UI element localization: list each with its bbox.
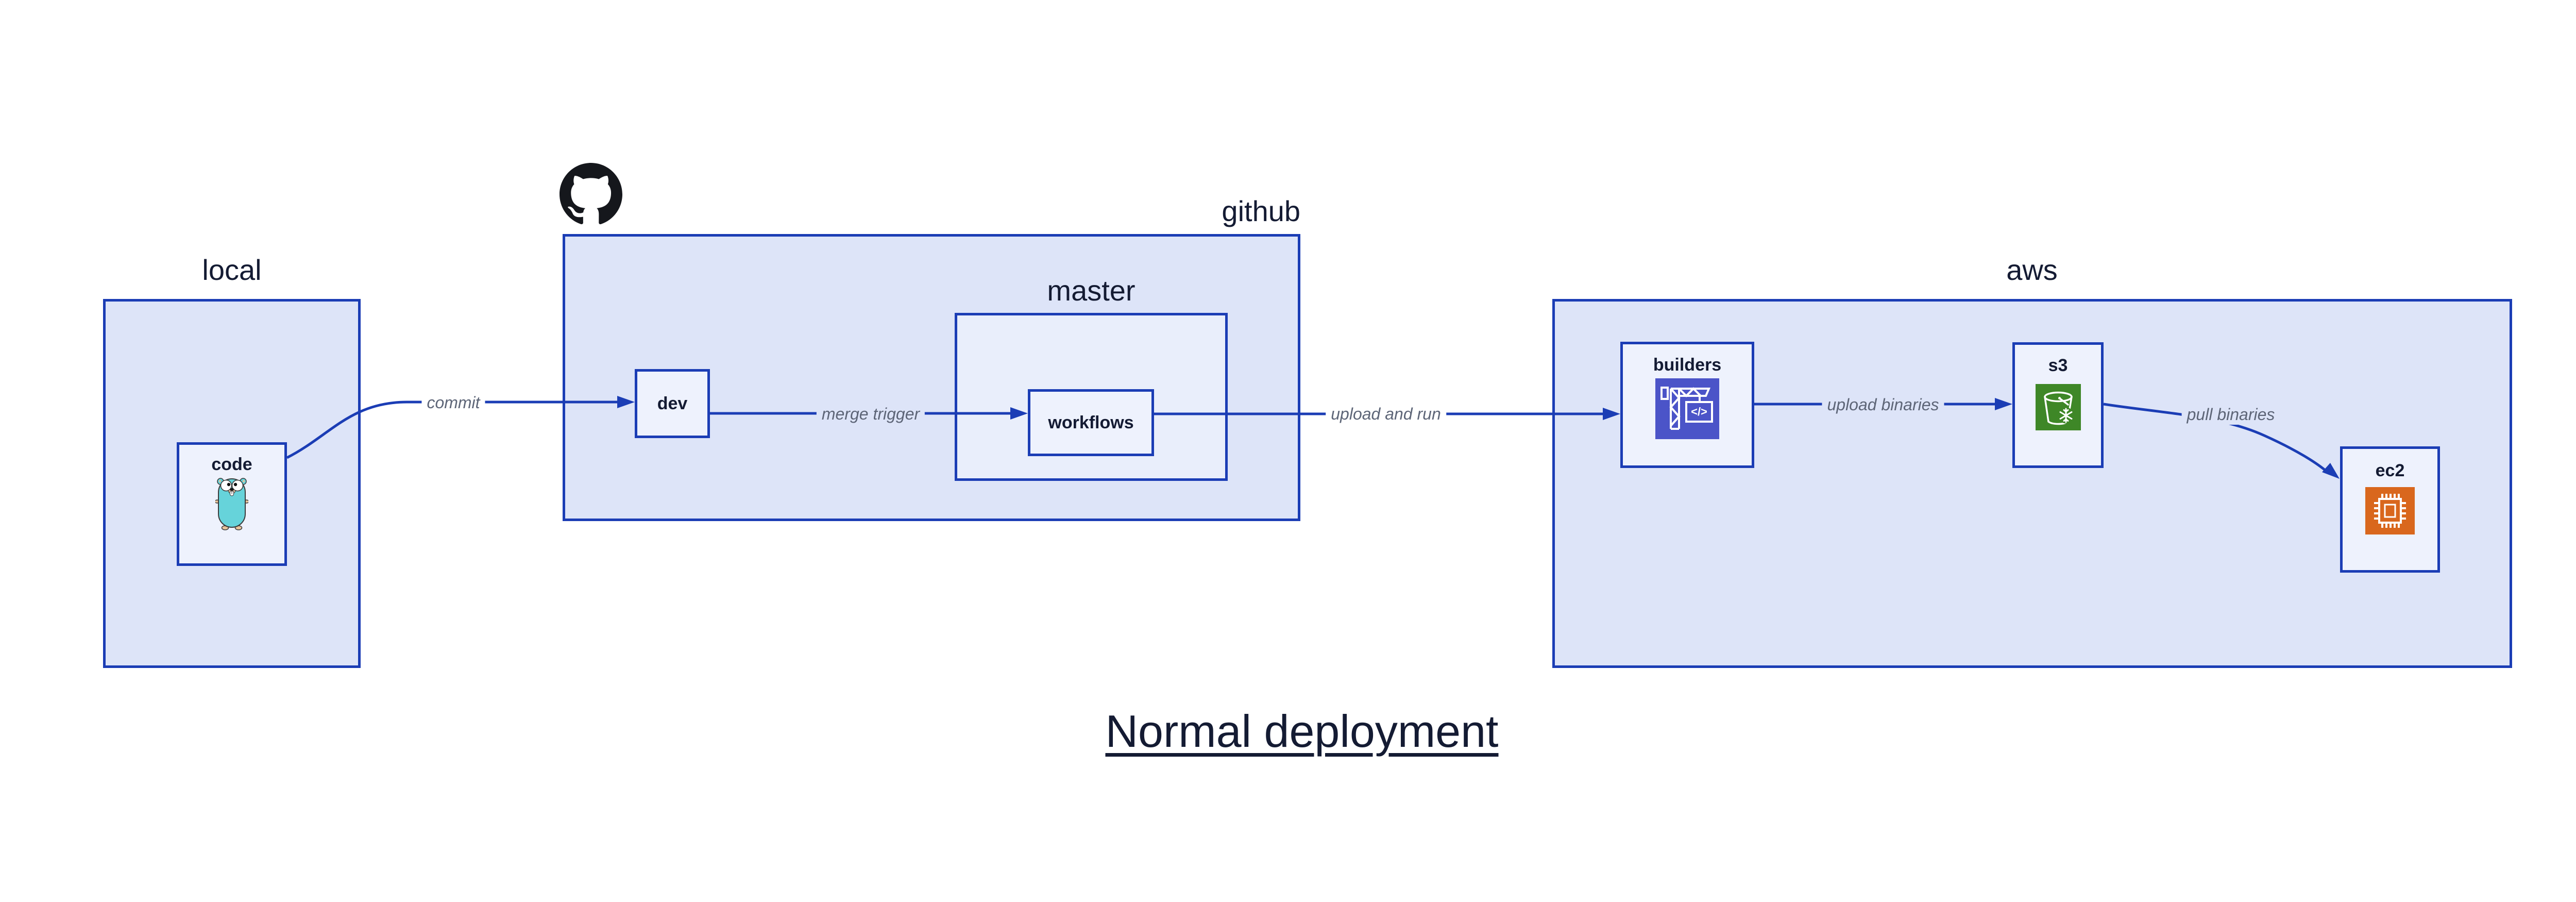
- node-code: code: [177, 442, 287, 566]
- node-builders: builders </>: [1620, 342, 1754, 468]
- cluster-local-label: local: [202, 254, 262, 286]
- node-builders-label: builders: [1653, 355, 1722, 375]
- cluster-aws-label: aws: [2006, 254, 2058, 286]
- edge-label-pull-binaries: pull binaries: [2181, 404, 2280, 425]
- edge-label-merge-trigger: merge trigger: [816, 404, 925, 424]
- edge-label-upload-and-run: upload and run: [1326, 404, 1446, 424]
- node-s3-label: s3: [2048, 356, 2068, 375]
- node-code-label: code: [211, 455, 252, 474]
- node-workflows-label: workflows: [1048, 413, 1134, 432]
- node-s3: s3: [2012, 342, 2104, 468]
- github-octocat-logo-icon: [560, 163, 622, 224]
- go-gopher-icon: [215, 478, 248, 530]
- node-workflows: workflows: [1028, 389, 1154, 456]
- node-ec2: ec2: [2340, 446, 2440, 573]
- codebuild-crane-icon: </>: [1655, 378, 1719, 439]
- node-dev-label: dev: [657, 394, 688, 413]
- s3-glacier-bucket-icon: [2035, 384, 2081, 430]
- edge-label-commit: commit: [421, 392, 485, 413]
- diagram-title: Normal deployment: [1105, 706, 1499, 757]
- cluster-master-label: master: [1047, 274, 1136, 307]
- ec2-chip-icon: [2365, 487, 2415, 534]
- edge-label-upload-binaries: upload binaries: [1822, 394, 1944, 415]
- node-ec2-label: ec2: [2375, 461, 2405, 480]
- cluster-github-label: github: [1222, 195, 1300, 227]
- codebuild-icon-glyph: </>: [1691, 405, 1707, 418]
- node-dev: dev: [635, 369, 710, 438]
